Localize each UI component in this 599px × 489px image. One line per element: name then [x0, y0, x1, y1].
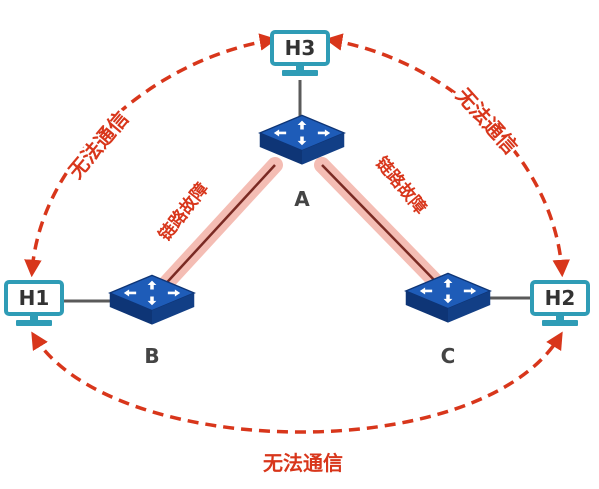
- link-fault-label-right: 链路故障: [371, 153, 431, 219]
- arrow-h3-h1: [24, 33, 278, 278]
- switch-c-label: C: [441, 344, 456, 368]
- switch-icon: [109, 274, 195, 326]
- fault-link-a-c: [314, 157, 448, 294]
- host-h2-label: H2: [545, 286, 576, 310]
- arrow-h1-h2: [31, 331, 563, 434]
- switch-icon: [259, 114, 345, 166]
- host-h3[interactable]: H3: [270, 30, 330, 78]
- switch-b[interactable]: SWITCH B: [109, 274, 195, 368]
- host-h1[interactable]: H1: [4, 280, 64, 328]
- host-h2[interactable]: H2: [530, 280, 590, 328]
- switch-b-label: B: [144, 344, 159, 368]
- cannot-communicate-label-left: 无法通信: [63, 107, 133, 184]
- host-h3-label: H3: [285, 36, 316, 60]
- switch-icon: [405, 272, 491, 324]
- cannot-communicate-label-right: 无法通信: [451, 83, 522, 159]
- switch-a-label: A: [294, 187, 310, 211]
- arrow-h3-h2: [324, 33, 570, 278]
- host-h1-label: H1: [19, 286, 50, 310]
- switch-c[interactable]: SWITCH C: [405, 272, 491, 368]
- cannot-communicate-label-bottom: 无法通信: [263, 451, 343, 475]
